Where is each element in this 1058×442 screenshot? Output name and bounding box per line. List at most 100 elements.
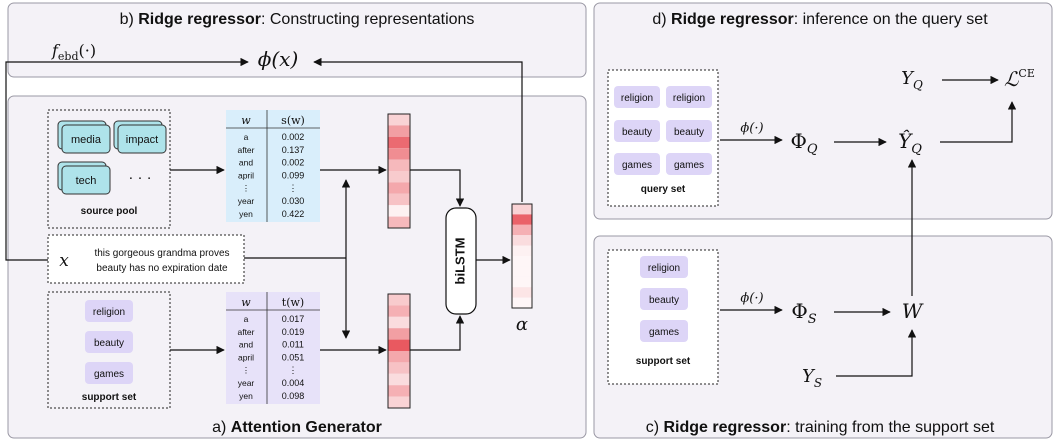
panel-c-title: c) Ridge regressor: training from the su…: [646, 419, 995, 436]
arrow-alpha-to-phi: [313, 57, 523, 202]
support-set-c-label: support set: [636, 356, 691, 367]
y-q: YQ: [901, 68, 923, 92]
support-c-tag-beauty: beauty: [640, 288, 688, 310]
t-table-value-1: 0.019: [282, 327, 305, 337]
panel-b: [7, 2, 587, 78]
support-c-tag-games: games: [640, 320, 688, 342]
alpha-bar: [511, 203, 533, 309]
svg-text:religion: religion: [93, 307, 125, 318]
heat-bar-top-cell-9: [388, 216, 410, 228]
heat-bar-top-cell-2: [388, 136, 410, 149]
heat-bar-bottom: [387, 293, 411, 409]
s-table-word-1: after: [237, 145, 254, 155]
alpha-bar-cell-3: [512, 235, 532, 246]
query-tag-0: religion: [614, 86, 660, 108]
t-table-word-5: year: [238, 378, 255, 388]
s-table-head-val: s(w): [281, 114, 305, 127]
panel-d-title: d) Ridge regressor: inference on the que…: [652, 11, 988, 28]
y-s: YS: [802, 366, 822, 390]
arrow-bar-top-to-bilstm: [410, 169, 465, 207]
query-tag-1: religion: [666, 86, 712, 108]
bilstm-label: biLSTM: [452, 238, 467, 285]
t-table-value-5: 0.004: [282, 378, 305, 388]
query-tag-2: beauty: [614, 120, 660, 142]
heat-bar-top-cell-5: [388, 171, 410, 183]
svg-text:games: games: [649, 327, 679, 338]
alpha-label: α: [516, 314, 528, 335]
svg-text:beauty: beauty: [674, 127, 704, 138]
svg-text:beauty: beauty: [622, 127, 652, 138]
heat-bar-top-cell-6: [388, 182, 410, 194]
source-card-media: media: [57, 120, 111, 154]
bilstm-block: [445, 207, 477, 315]
svg-text:religion: religion: [673, 93, 705, 104]
panel-a-title: a) Attention Generator: [212, 419, 382, 436]
t-table-head-val: t(w): [282, 296, 304, 309]
t-table-value-4: ⋮: [289, 365, 298, 375]
f-ebd-label: febd(·): [51, 41, 96, 63]
arrow-yhat-to-loss: [940, 101, 1017, 143]
svg-text:games: games: [94, 369, 124, 380]
s-table-word-3: april: [238, 170, 254, 180]
s-table-value-6: 0.422: [282, 209, 305, 219]
source-card-tech: tech: [57, 161, 111, 195]
query-tag-4: games: [614, 153, 660, 175]
s-table-value-3: 0.099: [282, 170, 305, 180]
source-pool-box: [47, 109, 171, 229]
query-set-label: query set: [641, 184, 686, 195]
input-x-box: [47, 234, 245, 284]
t-table-word-4: ⋮: [242, 365, 251, 375]
t-table-value-0: 0.017: [282, 314, 305, 324]
heat-bar-bottom-frame: [387, 293, 411, 409]
heat-bar-top: [387, 113, 411, 229]
heat-bar-top-cell-1: [388, 125, 410, 137]
alpha-bar-cell-6: [512, 266, 532, 277]
heat-bar-bottom-cell-6: [388, 362, 410, 374]
heat-bar-bottom-cell-5: [388, 351, 410, 363]
s-table-head-w: w: [241, 114, 251, 127]
support-a-tag-games: games: [85, 362, 133, 384]
support-a-tag-beauty: beauty: [85, 331, 133, 353]
support-set-a-label: support set: [82, 392, 137, 403]
query-tag-5: games: [666, 153, 712, 175]
s-table-value-5: 0.030: [282, 196, 305, 206]
s-table-value-4: ⋮: [289, 183, 298, 193]
heat-bar-bottom-cell-0: [388, 294, 410, 306]
source-pool-label: source pool: [81, 206, 138, 217]
heat-bar-bottom-cell-9: [388, 396, 410, 408]
phi-q: ΦQ: [790, 129, 817, 157]
svg-text:beauty: beauty: [94, 338, 124, 349]
heat-bar-top-frame: [387, 113, 411, 229]
heat-bar-bottom-cell-8: [388, 385, 410, 397]
s-table-value-1: 0.137: [282, 145, 305, 155]
s-table-value-2: 0.002: [282, 158, 305, 168]
support-c-tag-religion: religion: [640, 256, 688, 278]
heat-bar-bottom-cell-3: [388, 328, 410, 340]
svg-text:media: media: [71, 134, 102, 146]
support-a-tag-religion: religion: [85, 300, 133, 322]
s-table: [226, 110, 320, 222]
arrow-x-to-phi: [5, 57, 249, 261]
t-table-word-0: a: [244, 314, 249, 324]
panel-a: [7, 95, 587, 439]
s-table-word-2: and: [239, 158, 253, 168]
source-pool-ellipsis: · · ·: [128, 169, 151, 186]
svg-text:tech: tech: [76, 175, 97, 187]
alpha-bar-frame: [511, 203, 533, 309]
input-text-line2: beauty has no expiration date: [96, 263, 228, 274]
s-table-word-5: year: [238, 196, 255, 206]
w-label: W: [902, 299, 924, 323]
t-table: [226, 292, 320, 404]
t-table-word-3: april: [238, 352, 254, 362]
query-tag-3: beauty: [666, 120, 712, 142]
loss-ce: ℒCE: [1004, 67, 1035, 91]
heat-bar-bottom-cell-2: [388, 316, 410, 329]
y-hat-q: ŶQ: [898, 129, 922, 157]
alpha-bar-cell-8: [512, 287, 532, 298]
alpha-bar-cell-9: [512, 297, 532, 308]
svg-text:impact: impact: [126, 134, 158, 146]
s-table-value-0: 0.002: [282, 132, 305, 142]
svg-text:games: games: [622, 160, 652, 171]
alpha-bar-cell-1: [512, 214, 532, 225]
